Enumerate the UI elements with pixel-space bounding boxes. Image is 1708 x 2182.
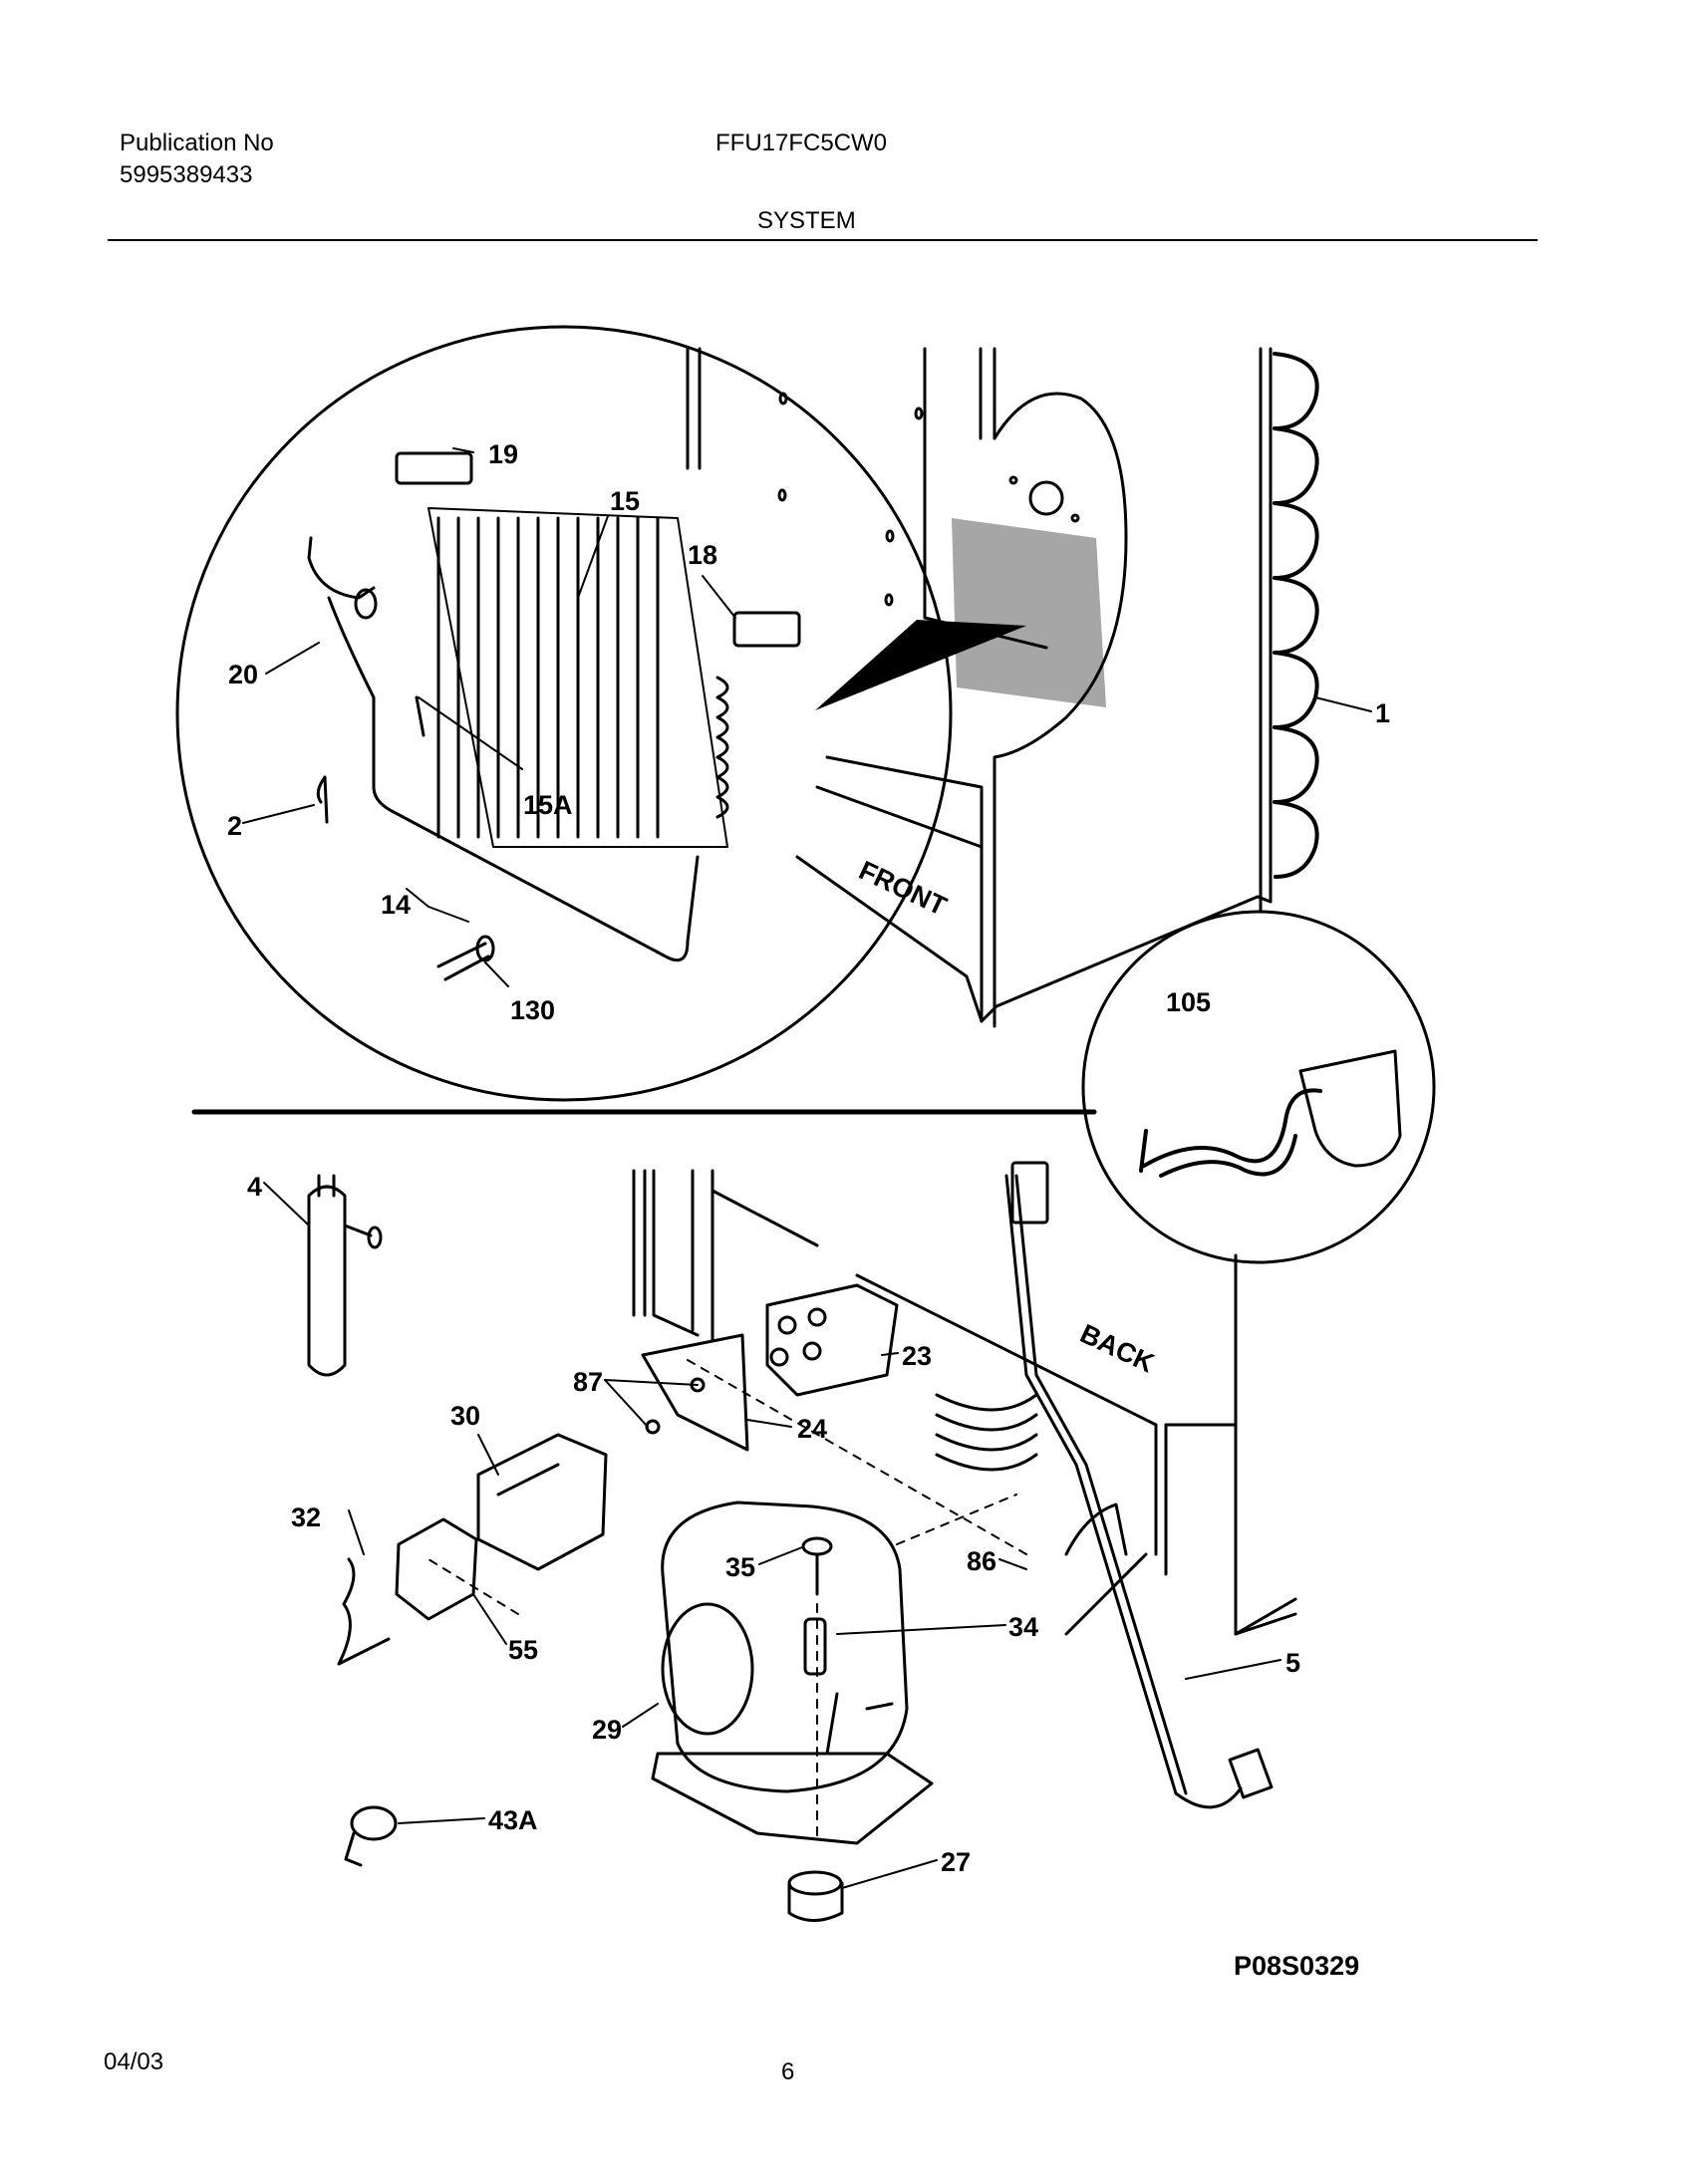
callout-wedge [815, 620, 1026, 710]
grommet-27 [787, 1870, 844, 1922]
callout-1: 1 [1375, 698, 1390, 728]
insulator-19 [395, 451, 473, 485]
stipple-shadow [952, 518, 1106, 707]
callout-55: 55 [508, 1635, 538, 1665]
callout-86: 86 [967, 1546, 996, 1576]
publication-label: Publication No [120, 130, 274, 156]
bracket-24 [641, 1333, 749, 1452]
overload-55 [395, 1517, 478, 1621]
clamp-43a [344, 1805, 398, 1867]
condenser-coil [1273, 352, 1319, 879]
callout-30: 30 [450, 1401, 480, 1431]
thermostat-20 [354, 588, 378, 620]
harness-wires [935, 1393, 1038, 1472]
callout-105: 105 [1166, 987, 1211, 1017]
heater-terminal-15a [415, 695, 426, 737]
page-number: 6 [781, 2058, 795, 2085]
callout-32: 32 [291, 1502, 321, 1532]
ground-wire-86b [1064, 1552, 1148, 1636]
screw-35 [801, 1536, 833, 1596]
relay-30 [476, 1433, 608, 1571]
footer-date: 04/03 [104, 2048, 164, 2075]
evaporator-detail-circle [175, 325, 953, 1102]
defrost-timer-23 [765, 1283, 899, 1397]
callout-29: 29 [592, 1715, 622, 1745]
drain-tube-14 [327, 596, 700, 962]
callout-18: 18 [688, 540, 717, 570]
callout-14: 14 [381, 890, 411, 920]
callout-15a: 15A [523, 790, 573, 820]
callout-19: 19 [488, 439, 518, 469]
back-label: BACK [1075, 1318, 1159, 1378]
front-label: FRONT [854, 855, 951, 922]
grommet-34 [803, 1617, 827, 1676]
callout-4: 4 [247, 1172, 262, 1202]
cabinet-drawing [686, 347, 1273, 1028]
screw-130 [436, 935, 495, 981]
callout-5: 5 [1285, 1648, 1300, 1678]
header-rule [108, 239, 1538, 241]
callout-87: 87 [573, 1367, 603, 1397]
callout-24: 24 [797, 1414, 827, 1444]
ground-wire-86 [1064, 1502, 1128, 1556]
filter-drier-4 [307, 1174, 383, 1377]
compressor-29 [651, 1500, 934, 1845]
callout-15: 15 [610, 486, 640, 516]
callout-35: 35 [725, 1552, 755, 1582]
clip-32 [337, 1557, 391, 1666]
callout-34: 34 [1008, 1612, 1038, 1642]
clip-2 [316, 775, 329, 824]
section-title: SYSTEM [757, 207, 856, 234]
cord-connector [1010, 1161, 1049, 1225]
evaporator [427, 507, 729, 848]
detail-circle-105 [1081, 910, 1436, 1264]
callout-43a: 43A [488, 1805, 538, 1835]
cabinet-back-drawing [632, 1169, 1297, 1636]
model-number: FFU17FC5CW0 [715, 130, 888, 156]
insulator-18 [732, 611, 801, 648]
power-cord-5 [1004, 1174, 1274, 1809]
callout-20: 20 [228, 660, 258, 689]
part-105-detail [1139, 1049, 1402, 1178]
callout-23: 23 [902, 1341, 932, 1371]
callout-130: 130 [510, 995, 555, 1025]
drawing-code: P08S0329 [1234, 1951, 1360, 1981]
publication-number: 5995389433 [120, 161, 253, 188]
callout-27: 27 [941, 1847, 971, 1877]
callout-numbers: 19 15 18 20 15A 2 14 130 1 105 4 23 87 2… [227, 439, 1390, 1877]
callout-2: 2 [227, 811, 242, 841]
leader-lines [242, 447, 1372, 1889]
